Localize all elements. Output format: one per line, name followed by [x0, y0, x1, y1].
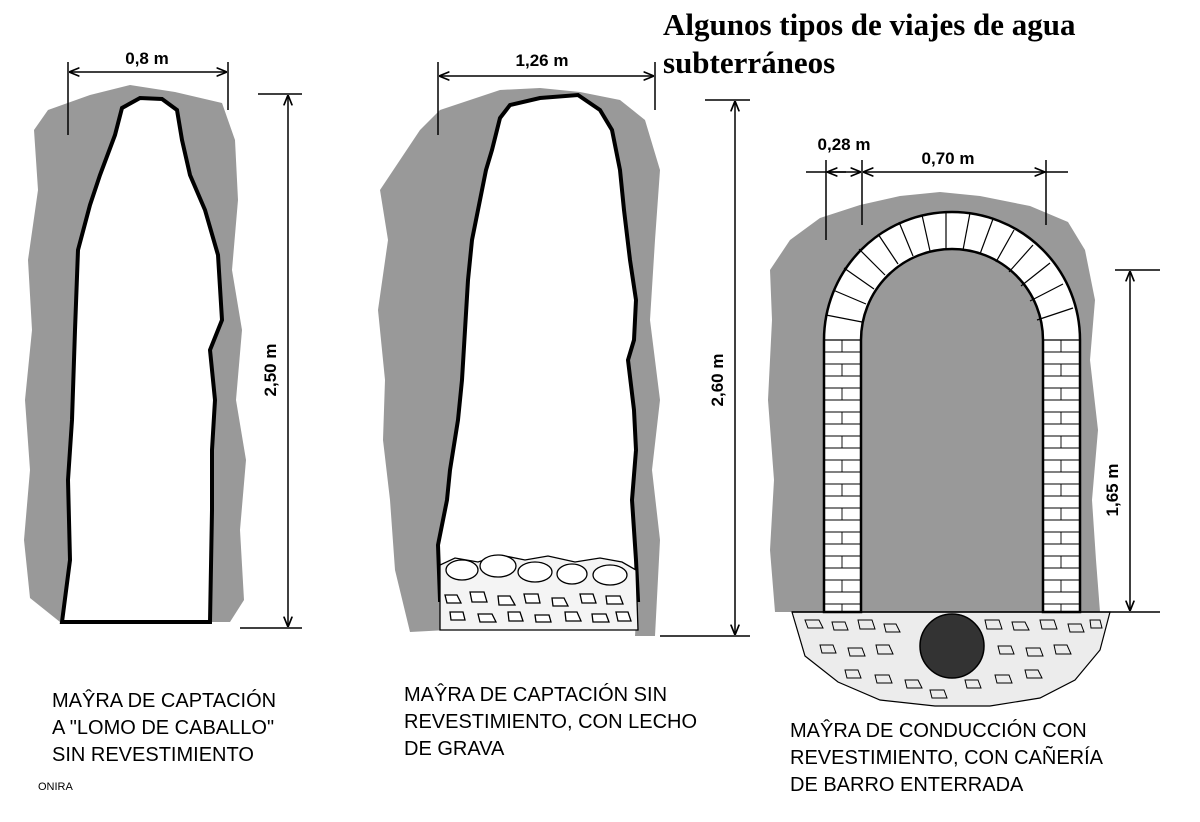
tunnel-2-width-label: 1,26 m — [516, 51, 569, 70]
pipe-icon — [919, 613, 985, 679]
caption-tunnel-3: MAŶRA DE CONDUCCIÓN CON REVESTIMIENTO, C… — [790, 720, 1104, 796]
author-credit: ONIRA — [38, 781, 73, 793]
tunnel-3-gravel-stones — [804, 619, 1103, 699]
caption-tunnel-2: MAŶRA DE CAPTACIÓN SIN REVESTIMIENTO, CO… — [404, 684, 698, 760]
diagram-title: Algunos tipos de viajes de agua subterrá… — [663, 7, 1076, 80]
tunnel-3-left-bricks — [824, 340, 861, 612]
tunnel-1-height-label: 2,50 m — [261, 344, 280, 397]
tunnel-1-width-label: 0,8 m — [125, 49, 168, 68]
tunnel-3-height-label: 1,65 m — [1103, 464, 1122, 517]
tunnel-1-void — [59, 95, 225, 624]
tunnel-2-void — [435, 92, 641, 602]
gravel-bed — [439, 554, 639, 631]
tunnel-2-height-label: 2,60 m — [708, 354, 727, 407]
tunnel-3-drawing: 0,28 m 0,70 m 1,65 m — [768, 135, 1160, 707]
tunnel-3-right-bricks — [1043, 340, 1080, 612]
tunnel-3-width-label: 0,70 m — [922, 149, 975, 168]
tunnel-3-wall-label: 0,28 m — [818, 135, 871, 154]
tunnel-3-lining — [822, 210, 1082, 614]
tunnel-1-drawing: 0,8 m 2,50 m — [24, 49, 302, 629]
tunnel-2-drawing: 1,26 m 2,60 m — [378, 51, 750, 637]
tunnel-3-voussoirs — [824, 212, 1080, 341]
caption-tunnel-1: MAŶRA DE CAPTACIÓN A "LOMO DE CABALLO" S… — [52, 690, 277, 766]
